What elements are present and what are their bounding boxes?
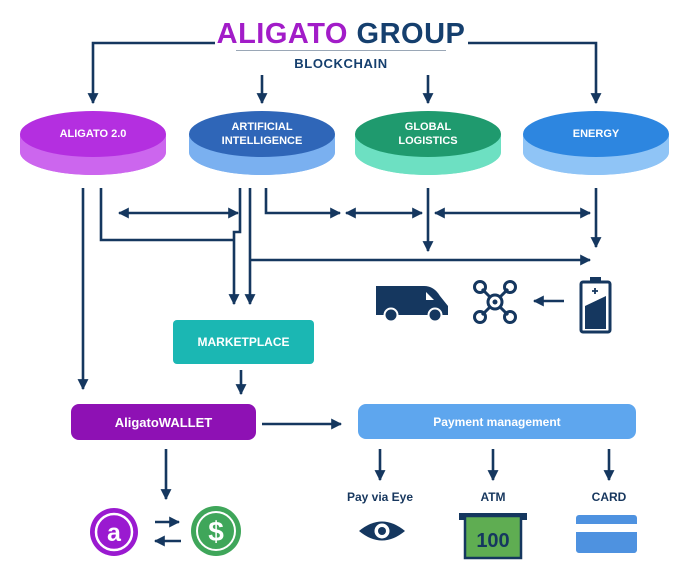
ai-to-row-arrow	[264, 188, 342, 219]
wallet-box: AligatoWALLET	[71, 404, 256, 440]
card-label: CARD	[591, 490, 627, 504]
disc-ai	[189, 111, 335, 175]
marketplace-box: MARKETPLACE	[173, 320, 314, 364]
disc-energy	[523, 111, 669, 175]
drone-icon	[473, 280, 517, 324]
disc-label-aligato-text: ALIGATO 2.0	[59, 128, 127, 141]
brand-title-part1: ALIGATO	[216, 18, 348, 50]
disc-label-ai-line2: INTELLIGENCE	[221, 135, 303, 147]
dollar-coin-icon: $	[191, 506, 241, 556]
payment-management-box: Payment management	[358, 404, 636, 439]
eye-icon	[359, 521, 405, 541]
brand-subtitle: BLOCKCHAIN	[294, 56, 388, 71]
disc-logistics	[355, 111, 501, 175]
brand-title-part2: GROUP	[356, 18, 466, 50]
brand-title: ALIGATO GROUP	[0, 18, 682, 51]
aligato-coin-icon: a	[90, 508, 138, 556]
connectors	[77, 41, 615, 547]
atm-label: ATM	[480, 490, 506, 504]
card-icon	[576, 515, 637, 553]
disc-label-energy: ENERGY	[531, 122, 661, 148]
disc-aligato	[20, 111, 166, 175]
ai-to-market-arrow-2	[228, 188, 242, 306]
aligato-to-market-arrow	[99, 188, 234, 242]
van-icon	[376, 286, 448, 323]
disc-label-ai-line1: ARTIFICIAL	[231, 121, 293, 134]
disc-label-aligato: ALIGATO 2.0	[28, 122, 158, 148]
title-to-energy-arrow	[468, 41, 602, 105]
disc-label-logistics: GLOBAL LOGISTICS	[363, 120, 493, 150]
disc-label-logistics-line1: GLOBAL	[404, 121, 452, 134]
battery-icon	[579, 277, 612, 334]
atm-icon: 100	[459, 513, 527, 560]
atm-screen-value: 100	[476, 530, 509, 552]
pay-via-eye-label: Pay via Eye	[346, 490, 414, 504]
title-to-aligato-arrow	[87, 41, 215, 105]
disc-label-energy-text: ENERGY	[572, 128, 620, 141]
title-divider	[236, 50, 446, 51]
disc-label-logistics-line2: LOGISTICS	[398, 135, 458, 147]
aligato-coin-symbol: a	[107, 519, 122, 547]
dollar-coin-symbol: $	[208, 516, 224, 547]
disc-label-ai: ARTIFICIAL INTELLIGENCE	[197, 120, 327, 150]
